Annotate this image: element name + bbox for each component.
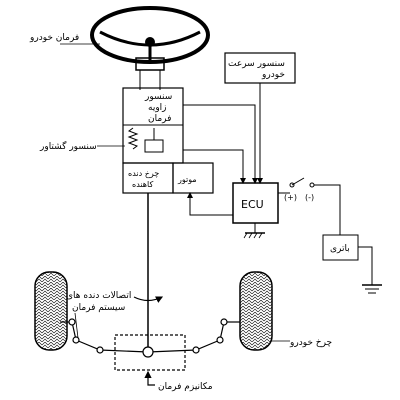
reducer-label-1: چرخ دنده xyxy=(128,169,159,178)
steering-wheel-label: فرمان خودرو xyxy=(29,33,79,43)
battery-circuit xyxy=(278,177,382,294)
linkage-label-1: اتصالات دنده های xyxy=(66,291,131,301)
steering-wheel xyxy=(90,6,210,90)
wheel-label: چرخ خودرو xyxy=(289,338,332,348)
ecu-label: ECU xyxy=(241,198,264,211)
linkage-label-2: سیستم فرمان xyxy=(72,303,125,313)
left-wheel xyxy=(34,271,68,351)
column-assembly xyxy=(122,87,214,194)
angle-sensor-label-2: زاویه xyxy=(148,103,167,113)
motor-label: موتور xyxy=(177,175,197,184)
minus-label: (-) xyxy=(305,193,314,202)
reducer-label-2: کاهنده xyxy=(132,180,153,189)
speed-sensor-label-2: خودرو xyxy=(261,70,285,80)
right-wheel xyxy=(239,271,273,351)
signal-wires xyxy=(183,83,263,216)
mechanism-label: مکانیزم فرمان xyxy=(158,382,213,392)
torque-sensor-label: سنسور گشتاور xyxy=(39,140,97,152)
steering-linkage xyxy=(60,296,240,386)
linkage-leader xyxy=(74,312,79,339)
angle-sensor-label-3: فرمان xyxy=(148,114,171,124)
battery-label: باتری xyxy=(330,244,350,254)
speed-sensor-label-1: سنسور سرعت xyxy=(228,59,285,69)
plus-label: (+) xyxy=(284,193,297,202)
angle-sensor-label-1: سنسور xyxy=(144,92,172,102)
